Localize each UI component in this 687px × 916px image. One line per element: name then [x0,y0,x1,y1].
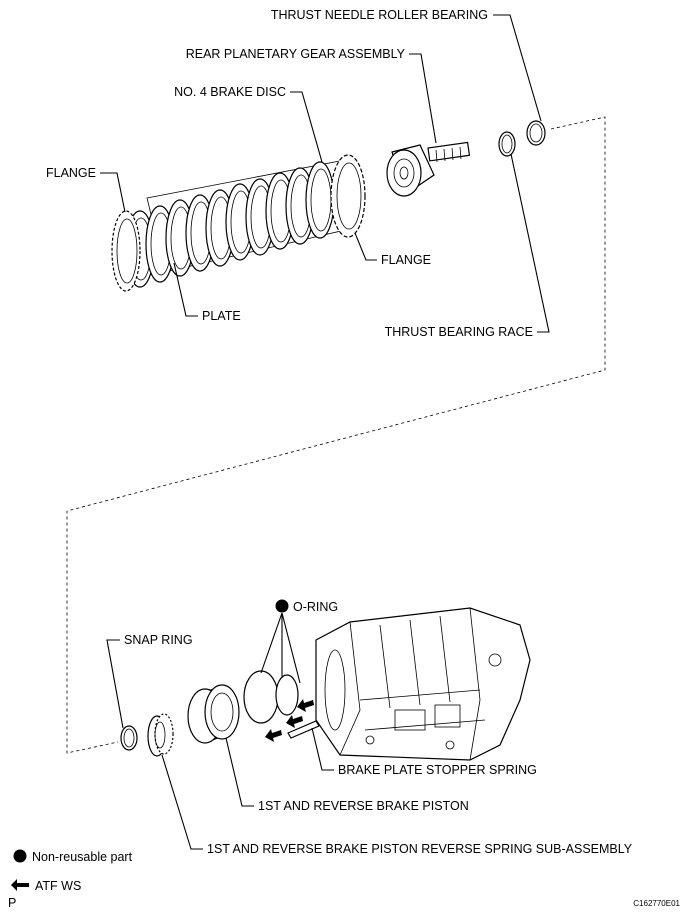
o-ring-small [275,674,299,716]
flange-left-ring [111,210,141,292]
label-plate: PLATE [202,309,241,323]
legend-atf-ws-text: ATF WS [35,879,81,893]
label-rear-planetary-gear-assembly: REAR PLANETARY GEAR ASSEMBLY [186,47,406,61]
label-snap-ring: SNAP RING [124,633,193,647]
thrust-needle-roller-bearing [526,120,546,146]
legend-non-reusable: Non-reusable part [13,849,133,864]
brake-disc-ring [305,161,335,239]
rear-planetary-gear-assembly [386,141,471,197]
snap-ring [120,725,138,751]
label-no4-brake-disc: NO. 4 BRAKE DISC [174,85,286,99]
legend-non-reusable-text: Non-reusable part [32,850,133,864]
atf-arrow-icon [297,699,314,712]
first-reverse-brake-piston [187,684,240,744]
label-thrust-needle-roller-bearing: THRUST NEEDLE ROLLER BEARING [271,8,488,22]
legend: Non-reusable part ATF WS [11,849,133,893]
flange-right-ring [330,154,366,238]
leader-lines [100,14,550,850]
label-flange-left: FLANGE [46,166,96,180]
transmission-case [315,607,531,761]
label-o-ring: O-RING [293,600,338,614]
label-thrust-bearing-race: THRUST BEARING RACE [385,325,533,339]
non-reusable-dot-icon [13,849,27,863]
page-letter: P [8,896,16,910]
brake-plate-stopper-spring [287,720,320,739]
label-piston-reverse-spring: 1ST AND REVERSE BRAKE PISTON REVERSE SPR… [207,842,633,856]
atf-arrow-icon [286,715,303,728]
label-first-reverse-brake-piston: 1ST AND REVERSE BRAKE PISTON [258,799,469,813]
atf-arrow-icon [11,879,29,891]
legend-atf-ws: ATF WS [11,879,81,893]
atf-arrow-icon [265,729,282,742]
brake-disc-pack [111,154,366,292]
figure-code: C162770E01 [633,899,680,908]
label-brake-plate-stopper-spring: BRAKE PLATE STOPPER SPRING [338,763,537,777]
o-ring-label-group: O-RING [275,599,338,614]
label-flange-right: FLANGE [381,253,431,267]
non-reusable-dot-icon [275,599,289,613]
o-ring-large [243,670,279,724]
thrust-bearing-race [498,131,516,157]
piston-reverse-spring-sub-assembly [147,713,174,757]
